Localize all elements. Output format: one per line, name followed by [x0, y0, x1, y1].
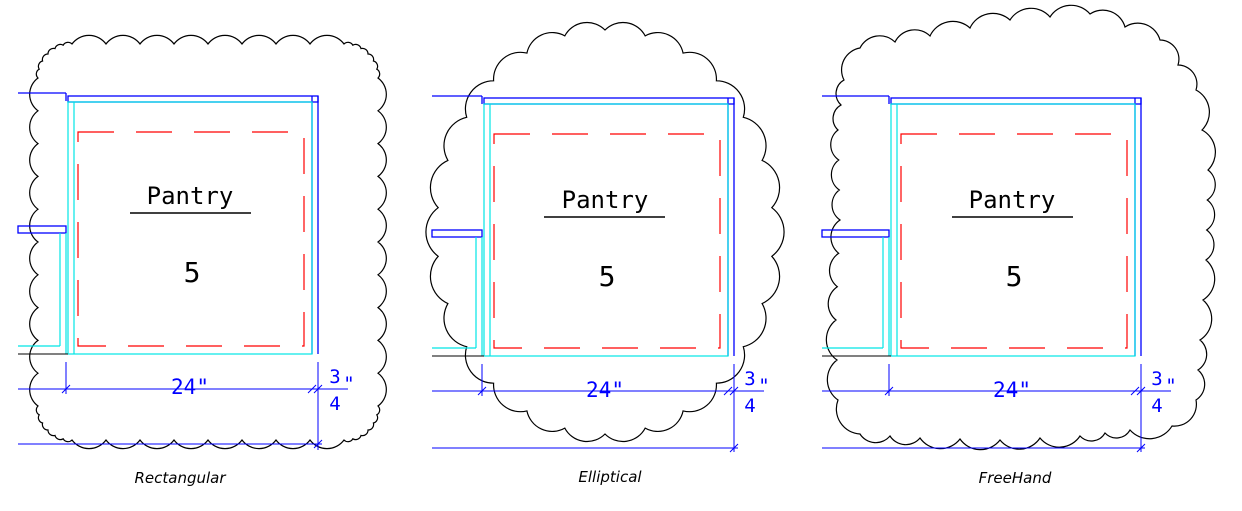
- room-number: 5: [184, 256, 201, 289]
- wall-top: [483, 97, 735, 105]
- dim-tick: [477, 386, 487, 396]
- wall-top: [67, 95, 319, 103]
- room-number: 5: [599, 260, 616, 293]
- room-name: Pantry: [969, 186, 1056, 214]
- panel-elliptical: Pantry 5 24" 3 " 4 Elliptical: [425, 21, 785, 486]
- room-name: Pantry: [147, 182, 234, 210]
- wall-inner-outline: [890, 103, 1136, 357]
- dim-tick: [1130, 386, 1140, 396]
- dim-fraction-numerator: 3: [1151, 368, 1162, 390]
- caption: Elliptical: [578, 468, 642, 486]
- dim-tick: [313, 384, 323, 394]
- caption: FreeHand: [979, 469, 1052, 487]
- dim-tick: [313, 439, 323, 449]
- dim-tick: [729, 386, 739, 396]
- floor-plan: [431, 95, 735, 357]
- dim-tick: [884, 386, 894, 396]
- revision-cloud: [825, 4, 1216, 451]
- caption: Rectangular: [134, 469, 226, 487]
- dimensions: 24" 3 " 4: [18, 362, 355, 450]
- dim-width-label: 24": [586, 378, 624, 402]
- wall-opening-stub: [17, 225, 67, 234]
- room-name: Pantry: [562, 186, 649, 214]
- wall-top: [890, 97, 1142, 105]
- dim-fraction-denominator: 4: [329, 393, 340, 415]
- dim-fraction-denominator: 4: [1151, 395, 1162, 417]
- dim-tick: [61, 384, 71, 394]
- dim-tick: [307, 384, 317, 394]
- dim-fraction-mark: ": [758, 375, 769, 397]
- room-number: 5: [1006, 260, 1023, 293]
- revision-cloud: [425, 21, 785, 443]
- dim-tick: [1136, 386, 1146, 396]
- dimensions: 24" 3 " 4: [432, 364, 770, 453]
- wall-inner-outline: [483, 103, 729, 357]
- dim-tick: [723, 386, 733, 396]
- revision-cloud: [29, 34, 387, 450]
- dim-width-label: 24": [171, 375, 209, 399]
- panel-freehand: Pantry 5 24" 3 " 4 FreeHand: [821, 4, 1216, 487]
- shelf-dashed-outline: [77, 131, 305, 347]
- dimensions: 24" 3 " 4: [822, 364, 1177, 453]
- shelf-dashed-outline: [900, 133, 1128, 349]
- wall-inner-outline: [67, 101, 313, 355]
- dim-fraction-mark: ": [343, 373, 354, 395]
- dim-width-label: 24": [993, 378, 1031, 402]
- wall-opening-stub: [821, 229, 890, 238]
- dim-fraction-numerator: 3: [744, 368, 755, 390]
- wall-opening-stub: [431, 229, 483, 238]
- dim-tick: [729, 443, 739, 453]
- dim-fraction-denominator: 4: [744, 395, 755, 417]
- panel-rectangular: Pantry 5 24" 3 " 4 Rectangular: [17, 34, 387, 487]
- dim-fraction-mark: ": [1165, 375, 1176, 397]
- dim-tick: [1136, 443, 1146, 453]
- floor-plan: [17, 92, 319, 355]
- dim-fraction-numerator: 3: [329, 366, 340, 388]
- shelf-dashed-outline: [493, 133, 721, 349]
- floor-plan: [821, 95, 1142, 357]
